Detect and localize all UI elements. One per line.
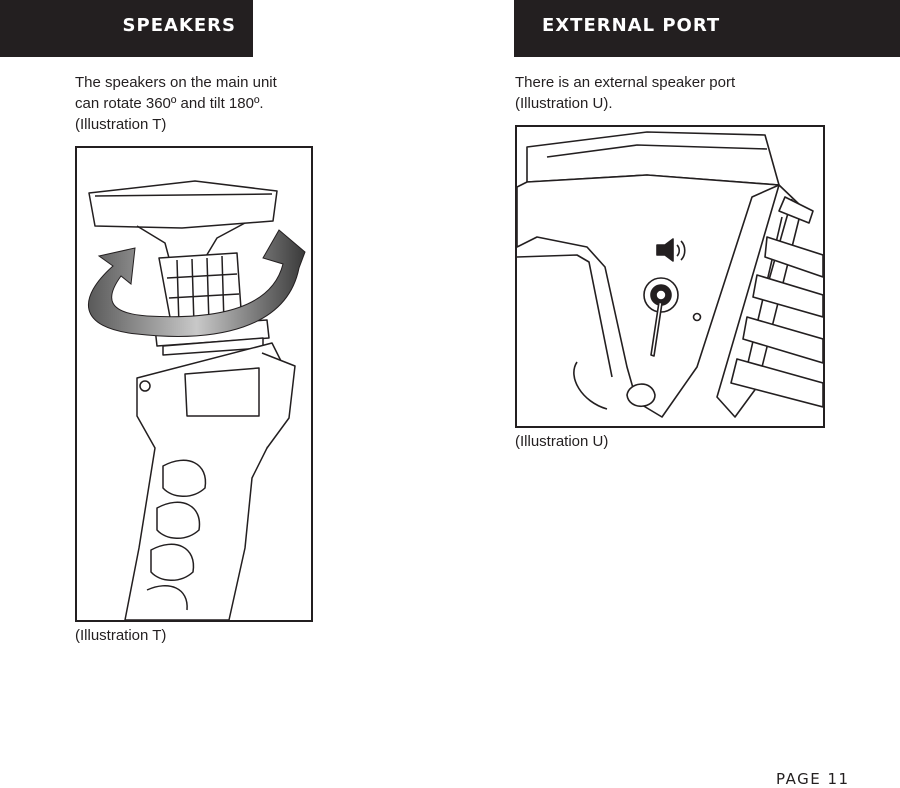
illustration-u xyxy=(515,125,825,428)
port-text-line-2: (Illustration U). xyxy=(515,95,613,112)
rotation-arrow xyxy=(87,229,306,337)
external-port-description: There is an external speaker port (Illus… xyxy=(515,72,735,114)
caption-illustration-t: (Illustration T) xyxy=(75,627,167,644)
speakers-description: The speakers on the main unit can rotate… xyxy=(75,72,277,135)
page-number: PAGE 11 xyxy=(776,770,850,788)
external-port-header: EXTERNAL PORT xyxy=(514,0,900,57)
illustration-t xyxy=(75,146,313,622)
speaker-rotation-icon xyxy=(87,180,306,620)
caption-illustration-u: (Illustration U) xyxy=(515,433,609,450)
speaker-port-icon xyxy=(517,131,823,418)
speakers-text-line-2: can rotate 360º and tilt 180º. xyxy=(75,95,264,112)
port-text-line-1: There is an external speaker port xyxy=(515,74,736,91)
speakers-text-line-1: The speakers on the main unit xyxy=(75,74,277,91)
speakers-text-line-3: (Illustration T) xyxy=(75,116,167,133)
speakers-header: SPEAKERS xyxy=(0,0,253,57)
